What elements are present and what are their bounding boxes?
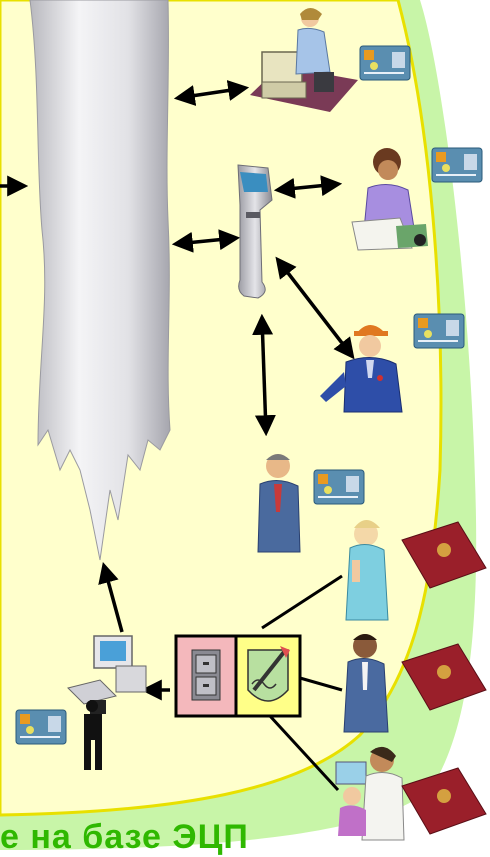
woman-signing-document [351,148,428,251]
registration-workstation [67,635,147,770]
signature-certificate-icon [247,646,290,702]
id-card-operator [15,709,67,745]
man-applicant [343,634,389,733]
applicant-links [261,574,343,792]
arrow-kiosk-manager [252,313,276,437]
id-card-manager [313,469,365,505]
arrow-clerk [173,80,250,106]
passport-1 [401,521,487,589]
parents-with-child [335,746,405,841]
arrow-kiosk-screen [273,175,343,199]
terminal-kiosk [237,164,273,299]
connector-arrows [0,80,355,701]
worker-in-hardhat [320,325,403,413]
database-stream [29,0,171,561]
archive-box [174,634,238,718]
bottom-caption: е на базе ЭЦП [0,818,249,856]
certificate-box [234,634,302,718]
id-card-worker [413,313,465,349]
filing-cabinet-icon [191,649,221,701]
woman-in-coat [345,520,389,621]
passport-3 [401,767,487,835]
kiosk-screen [240,172,268,192]
man-in-suit [257,454,301,553]
passport-2 [401,643,487,711]
arrow-kiosk-db [171,229,241,253]
arrow-kiosk-worker [275,256,355,360]
id-card-woman [431,147,483,183]
arrow-station-db [98,561,124,633]
clerk-at-computer [250,8,358,112]
id-card-clerk [359,45,411,81]
